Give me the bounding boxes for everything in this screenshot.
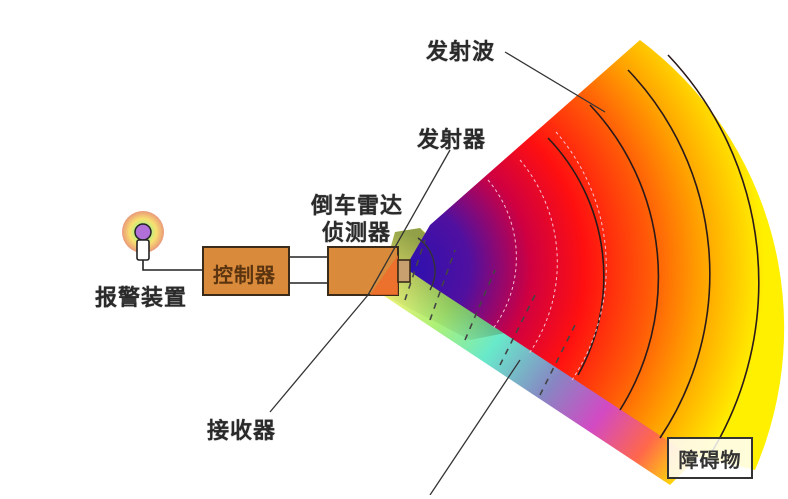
controller-label: 控制器 <box>213 263 276 287</box>
obstacle-label: 障碍物 <box>678 447 742 472</box>
alarm-light-icon <box>122 211 164 261</box>
transmitted-wave-sector <box>405 40 785 470</box>
radar-detector-label-line1: 倒车雷达 <box>311 194 404 219</box>
obstacle-box: 障碍物 <box>667 437 753 479</box>
transmitter-label: 发射器 <box>417 128 487 153</box>
connection-wires <box>142 256 327 284</box>
radar-detector-label-line2: 侦测器 <box>322 221 392 246</box>
alarm-device-label: 报警装置 <box>95 286 188 311</box>
leader-lines <box>269 51 606 496</box>
controller-box <box>202 246 290 296</box>
transmitted-wave-label: 发射波 <box>426 40 496 65</box>
reflection-dashes <box>404 239 576 396</box>
radar-detector-box <box>327 246 411 296</box>
receiver-label: 接收器 <box>207 419 277 444</box>
